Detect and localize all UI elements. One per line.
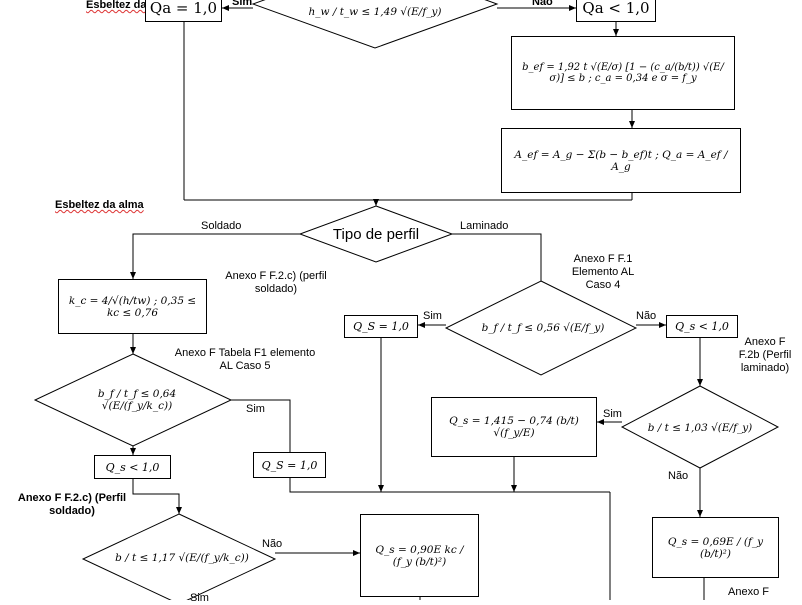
arrowhead xyxy=(511,485,517,492)
box-qs-069: Q_s = 0,69E / (f_y (b/t)²) xyxy=(652,517,779,578)
box-qs1-al5: Q_S = 1,0 xyxy=(253,452,326,478)
connector-soldado xyxy=(132,233,300,279)
label-esbeltez-top: Esbeltez da alma xyxy=(86,0,175,11)
decision-sol xyxy=(81,513,277,600)
decision-text-web: h_w / t_w ≤ 1,49 √(E/f_y) xyxy=(300,0,450,32)
formula-qs-lt-al4: Q_s < 1,0 xyxy=(675,320,729,333)
decision-web-slenderness xyxy=(251,0,499,49)
formula-qs1-al4: Q_S = 1,0 xyxy=(353,320,409,333)
arrowhead xyxy=(373,199,379,206)
arrowhead xyxy=(613,29,619,36)
formula-al4: b_f / t_f ≤ 0,56 √(E/f_y) xyxy=(481,322,605,334)
label-sim-web: Sim xyxy=(232,0,253,8)
arrowhead xyxy=(353,550,360,556)
connector-al5-sim xyxy=(231,399,291,452)
arrowhead xyxy=(629,121,635,128)
formula-lam: b / t ≤ 1,03 √(E/f_y) xyxy=(647,422,753,434)
formula-aef: A_ef = A_g − Σ(b − b_ef)t ; Q_a = A_ef /… xyxy=(514,148,728,173)
label-nao-lam: Não xyxy=(668,470,689,482)
label-esbeltez-mid: Esbeltez da alma xyxy=(55,199,144,211)
decision-profile-type xyxy=(298,205,454,263)
box-qs-laminado: Q_s = 1,415 − 0,74 (b/t) √(f_y/E) xyxy=(431,397,597,457)
formula-qs-090: Q_s = 0,90E kc / (f_y (b/t)²) xyxy=(375,543,464,568)
label-sim-lam: Sim xyxy=(603,408,622,420)
label-sim-sol: Sim xyxy=(190,592,209,604)
connector-qslt-sol xyxy=(132,479,180,514)
arrowhead xyxy=(378,485,384,492)
note-anexo-f2c-bold: Anexo F F.2.c) (Perfil soldado) xyxy=(17,492,127,517)
label-nao-web: Não xyxy=(532,0,553,8)
label-nao-al4: Não xyxy=(636,310,657,322)
box-qs-lt-al5: Q_s < 1,0 xyxy=(94,455,171,479)
arrowhead xyxy=(697,510,703,517)
arrowhead xyxy=(130,272,136,279)
box-kc: k_c = 4/√(h/tw) ; 0,35 ≤ kc ≤ 0,76 xyxy=(58,279,207,334)
box-qs-090: Q_s = 0,90E kc / (f_y (b/t)²) xyxy=(360,514,479,597)
formula-web: h_w / t_w ≤ 1,49 √(E/f_y) xyxy=(308,6,442,18)
formula-kc: k_c = 4/√(h/tw) ; 0,35 ≤ kc ≤ 0,76 xyxy=(68,294,197,319)
formula-qs1-al5: Q_S = 1,0 xyxy=(261,458,318,472)
formula-al5: b_f / t_f ≤ 0,64 √(E/(f_y/k_c)) xyxy=(97,388,177,412)
note-anexo-f1-al4: Anexo F F.1 Elemento AL Caso 4 xyxy=(571,253,635,291)
arrowhead xyxy=(418,322,425,328)
formula-bef: b_ef = 1,92 t √(E/σ) [1 − (c_a/(b/t)) √(… xyxy=(522,62,724,84)
box-effective-area: A_ef = A_g − Σ(b − b_ef)t ; Q_a = A_ef /… xyxy=(501,128,741,193)
label-sim-al5: Sim xyxy=(246,403,265,415)
label-nao-sol: Não xyxy=(262,538,283,550)
arrowhead xyxy=(130,448,136,455)
box-qs1-al4: Q_S = 1,0 xyxy=(344,315,418,338)
box-effective-width: b_ef = 1,92 t √(E/σ) [1 − (c_a/(b/t)) √(… xyxy=(511,36,735,110)
label-soldado: Soldado xyxy=(201,220,242,232)
arrowhead xyxy=(697,379,703,386)
decision-text-al5: b_f / t_f ≤ 0,64 √(E/(f_y/k_c)) xyxy=(62,380,212,420)
decision-text-sol: b / t ≤ 1,17 √(E/(f_y/k_c)) xyxy=(108,538,256,578)
label-sim-al4: Sim xyxy=(423,310,442,322)
formula-qs-lt-al5: Q_s < 1,0 xyxy=(105,460,160,474)
box-qs-lt-al4: Q_s < 1,0 xyxy=(666,315,738,338)
decision-text-lam: b / t ≤ 1,03 √(E/f_y) xyxy=(644,410,756,446)
connector-laminado xyxy=(452,233,542,281)
arrowhead xyxy=(597,419,604,425)
formula-qs-069: Q_s = 0,69E / (f_y (b/t)²) xyxy=(667,535,764,560)
note-anexo-f2c: Anexo F F.2.c) (perfil soldado) xyxy=(225,270,327,295)
arrowhead xyxy=(176,507,182,514)
formula-sol: b / t ≤ 1,17 √(E/(f_y/k_c)) xyxy=(115,552,249,564)
arrowhead xyxy=(222,5,229,11)
box-qa-equal-1: Qa = 1,0 xyxy=(145,0,222,22)
note-anexo-bottom: Anexo F xyxy=(728,586,769,598)
formula-qs-lam: Q_s = 1,415 − 0,74 (b/t) √(f_y/E) xyxy=(449,415,579,439)
box-qa-less-1: Qa < 1,0 xyxy=(576,0,656,22)
label-laminado: Laminado xyxy=(460,220,509,232)
decision-text-al4: b_f / t_f ≤ 0,56 √(E/f_y) xyxy=(478,310,608,346)
formula-qa1: Qa = 1,0 xyxy=(149,0,218,17)
connector-qs1-al5 xyxy=(289,478,610,493)
decision-al4 xyxy=(444,280,638,376)
arrowhead xyxy=(569,5,576,11)
formula-qa-lt: Qa < 1,0 xyxy=(582,0,650,17)
label-tipo-perfil: Tipo de perfil xyxy=(332,225,420,243)
arrowhead xyxy=(130,347,136,354)
note-anexo-f2b: Anexo F F.2b (Perfil laminado) xyxy=(738,336,792,374)
note-anexo-tab-al5: Anexo F Tabela F1 elemento AL Caso 5 xyxy=(174,347,316,372)
decision-text-tipo: Tipo de perfil xyxy=(316,220,436,248)
arrowhead xyxy=(659,322,666,328)
